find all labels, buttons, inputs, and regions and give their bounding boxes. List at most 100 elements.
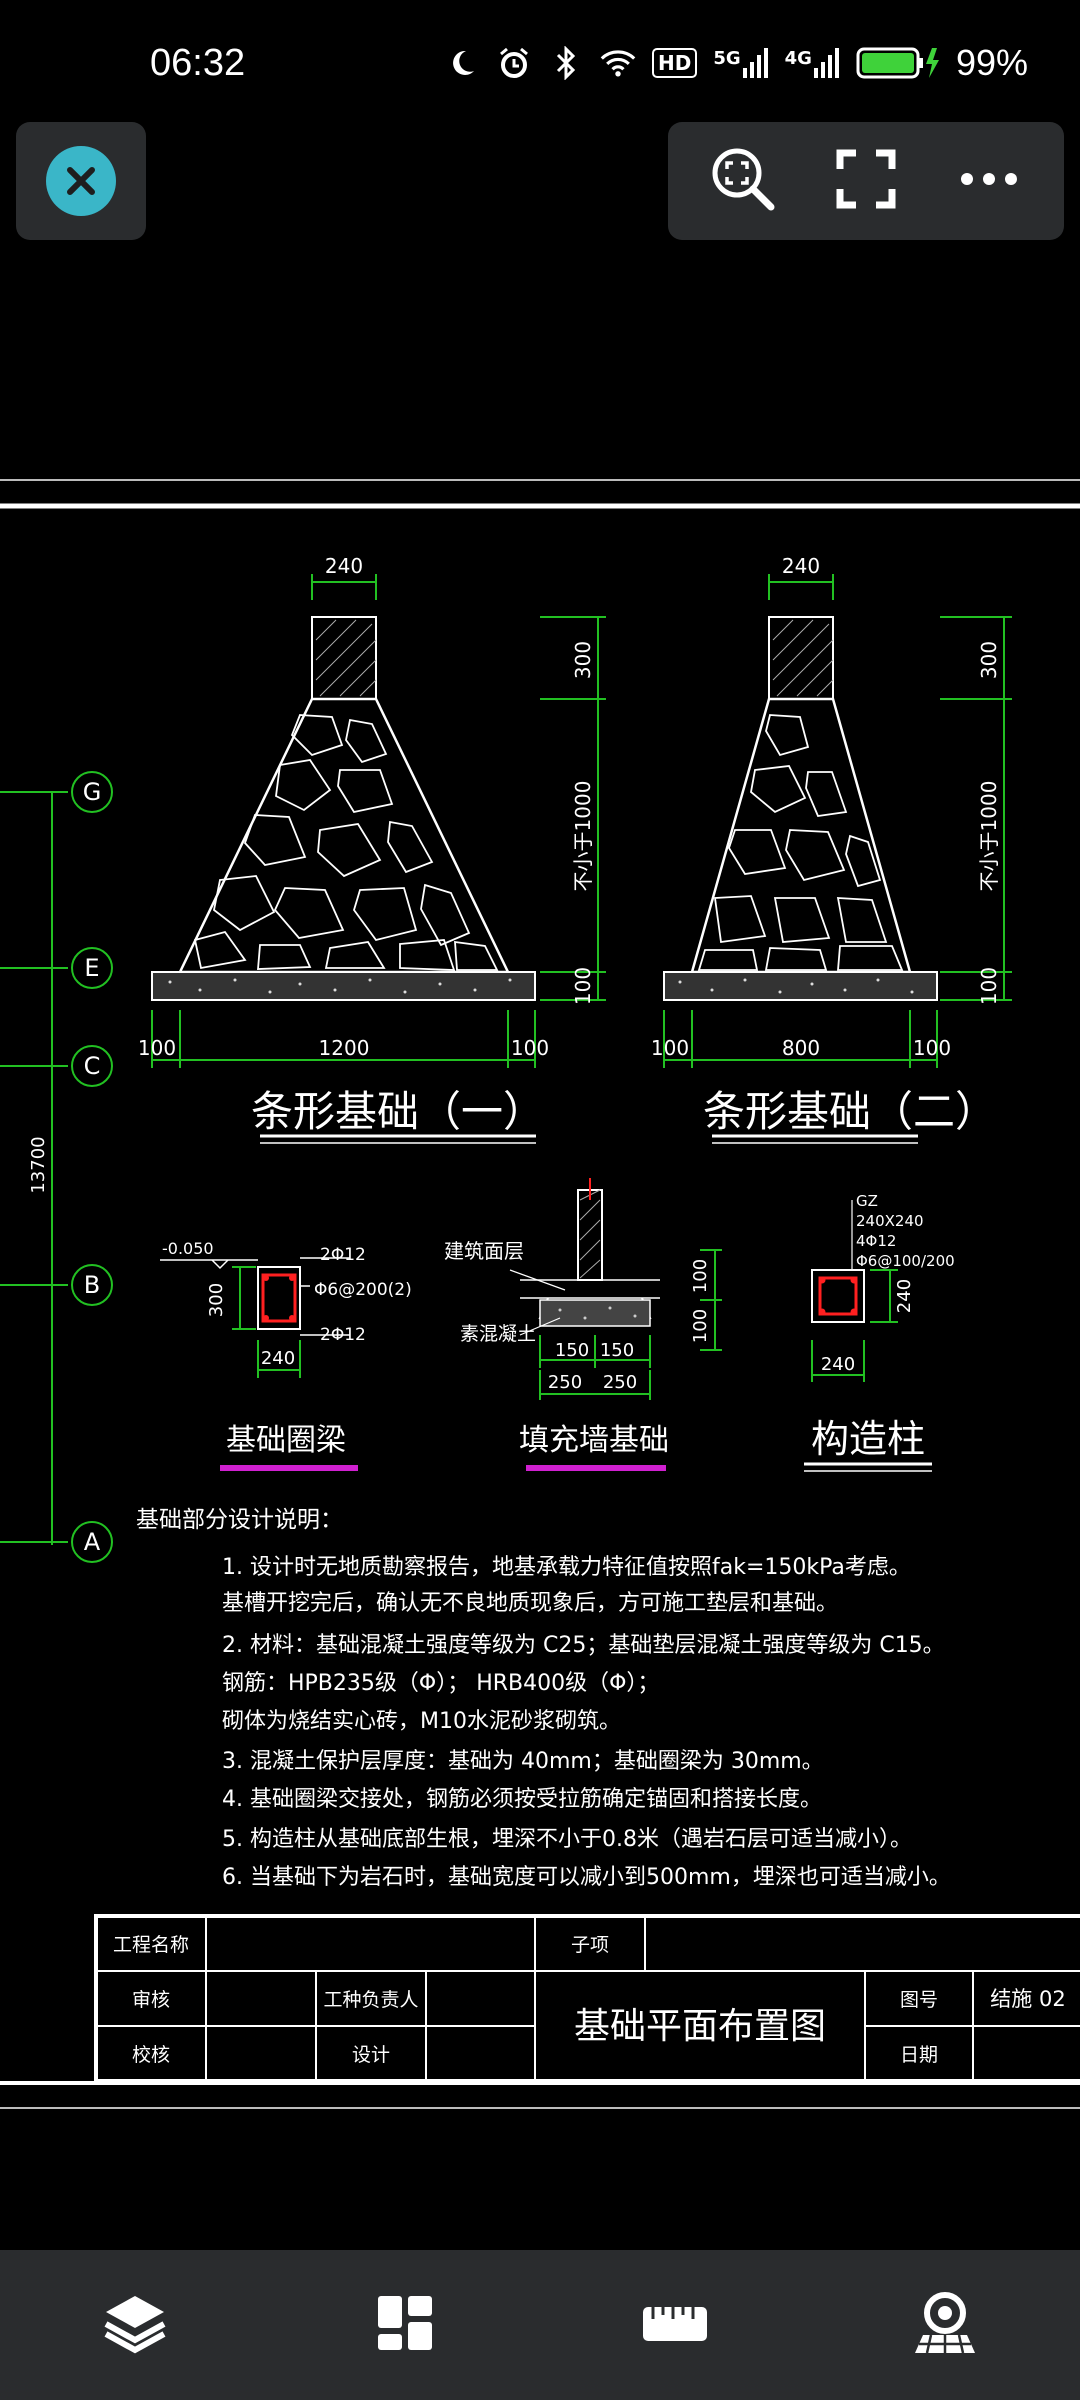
dim-1200: 1200 <box>319 1036 370 1060</box>
column-stirrup: Φ6@100/200 <box>856 1252 955 1270</box>
dim-800: 800 <box>782 1036 820 1060</box>
drawing-title: 基础平面布置图 <box>574 2006 826 2047</box>
wall-label-concrete: 素混凝土 <box>460 1323 536 1345</box>
bluetooth-icon <box>548 45 584 81</box>
title-block: 工程名称 子项 审核 工种负责人 校核 设计 基础平面布置图 图号 结施 02 … <box>94 1914 1080 2083</box>
dim-100-left: 100 <box>138 1036 176 1060</box>
dim-100: 100 <box>571 967 595 1005</box>
beam-top-rebar: 2Φ12 <box>320 1245 366 1265</box>
notes-title: 基础部分设计说明： <box>136 1507 343 1533</box>
dim-240-2: 240 <box>782 554 820 578</box>
dim-300: 300 <box>571 641 595 679</box>
top-toolbar <box>668 122 1064 240</box>
wall-dim-250a: 250 <box>548 1372 582 1393</box>
tb-lead-label: 工种负责人 <box>323 1989 418 2011</box>
axis-label-e: E <box>84 954 99 982</box>
note-line: 5. 构造柱从基础底部生根，埋深不小于0.8米（遇岩石层可适当减小）。 <box>222 1827 912 1852</box>
zoom-fit-icon <box>707 143 779 219</box>
fullscreen-button[interactable] <box>826 141 906 221</box>
beam-elevation: -0.050 <box>162 1239 214 1258</box>
dim-100-2: 100 <box>977 967 1001 1005</box>
layout-button[interactable] <box>360 2280 450 2370</box>
view-icon <box>911 2289 979 2361</box>
dim-100-right: 100 <box>511 1036 549 1060</box>
dim-100-left-2: 100 <box>651 1036 689 1060</box>
alarm-icon <box>496 45 532 81</box>
note-line: 2. 材料：基础混凝土强度等级为 C25；基础垫层混凝土强度等级为 C15。 <box>222 1633 945 1658</box>
cad-drawing: 240 300 不小于1000 100 100 1200 100 条形基础（一） <box>0 479 1080 2109</box>
infill-wall-title: 填充墙基础 <box>519 1423 669 1458</box>
zoom-fit-button[interactable] <box>703 141 783 221</box>
beam-width: 240 <box>261 1348 295 1369</box>
dim-1000-2: 不小于1000 <box>977 781 1001 892</box>
note-line: 基槽开挖完后，确认无不良地质现象后，方可施工垫层和基础。 <box>222 1591 838 1616</box>
column-main-rebar: 4Φ12 <box>856 1232 896 1250</box>
signal-5g: 5G <box>713 48 768 78</box>
tb-drawing-no: 结施 02 <box>990 1987 1065 2011</box>
dim-300-2: 300 <box>977 641 1001 679</box>
layers-button[interactable] <box>90 2280 180 2370</box>
tb-date-label: 日期 <box>900 2044 938 2066</box>
note-line: 钢筋：HPB235级（Φ）； HRB400级（Φ）； <box>222 1671 659 1696</box>
design-notes: 基础部分设计说明： 1. 设计时无地质勘察报告，地基承载力特征值按照fak=15… <box>136 1507 951 1890</box>
wall-label-floor: 建筑面层 <box>444 1239 524 1263</box>
hd-badge: HD <box>651 48 698 78</box>
axis-label-a: A <box>84 1528 101 1556</box>
wall-dim-100b: 100 <box>690 1309 711 1343</box>
footing-1-title: 条形基础（一） <box>251 1087 545 1136</box>
beam-bottom-rebar: 2Φ12 <box>320 1325 366 1345</box>
note-line: 6. 当基础下为岩石时，基础宽度可以减小到500mm，埋深也可适当减小。 <box>222 1865 951 1890</box>
construction-column-detail: GZ 240X240 4Φ12 Φ6@100/200 240 240 构造柱 <box>804 1192 955 1472</box>
measure-button[interactable] <box>630 2280 720 2370</box>
note-line: 4. 基础圈梁交接处，钢筋必须按受拉筋确定锚固和搭接长度。 <box>222 1787 822 1812</box>
dim-240: 240 <box>325 554 363 578</box>
tb-project-label: 工程名称 <box>113 1934 189 1956</box>
view-button[interactable] <box>900 2280 990 2370</box>
ring-beam-title: 基础圈梁 <box>226 1423 346 1458</box>
note-line: 1. 设计时无地质勘察报告，地基承载力特征值按照fak=150kPa考虑。 <box>222 1555 911 1580</box>
battery-percent: 99% <box>955 42 1028 83</box>
column-dim-bottom: 240 <box>821 1354 855 1375</box>
wall-dim-150b: 150 <box>600 1340 634 1361</box>
axis-label-g: G <box>83 778 102 806</box>
tb-design-label: 设计 <box>352 2044 390 2066</box>
column-size: 240X240 <box>856 1212 924 1230</box>
tb-check-label: 校核 <box>132 2044 170 2066</box>
beam-height: 300 <box>206 1283 227 1317</box>
moon-icon <box>444 45 480 81</box>
wall-dim-100a: 100 <box>690 1259 711 1293</box>
column-code: GZ <box>856 1192 878 1210</box>
tb-drawing-no-label: 图号 <box>900 1989 938 2011</box>
fullscreen-icon <box>836 149 896 213</box>
column-dim-side: 240 <box>894 1279 915 1313</box>
infill-wall-detail: 建筑面层 素混凝土 150 150 250 250 100 100 填充墙基础 <box>444 1178 722 1471</box>
note-line: 砌体为烧结实心砖，M10水泥砂浆砌筑。 <box>222 1709 621 1734</box>
column-title: 构造柱 <box>811 1417 925 1461</box>
status-icons: HD 5G 4G 99% <box>444 42 1028 84</box>
close-icon <box>46 146 116 216</box>
wall-dim-150a: 150 <box>555 1340 589 1361</box>
bottom-toolbar <box>0 2250 1080 2400</box>
more-icon <box>959 171 1019 191</box>
ruler-icon <box>641 2301 709 2349</box>
dim-100-right-2: 100 <box>913 1036 951 1060</box>
note-line: 3. 混凝土保护层厚度：基础为 40mm；基础圈梁为 30mm。 <box>222 1749 824 1774</box>
axis-total-dim: 13700 <box>28 1136 49 1193</box>
footing-2-title: 条形基础（二） <box>703 1087 997 1136</box>
status-time: 06:32 <box>150 42 246 84</box>
wifi-icon <box>600 45 636 81</box>
close-button[interactable] <box>16 122 146 240</box>
status-bar: 06:32 HD 5G 4G 99% <box>0 0 1080 120</box>
beam-stirrup: Φ6@200(2) <box>314 1280 412 1300</box>
axis-label-c: C <box>84 1052 101 1080</box>
ring-beam-detail: -0.050 2Φ12 Φ6@200(2) 2Φ12 300 240 基础圈梁 <box>160 1239 412 1471</box>
signal-4g: 4G <box>785 48 840 78</box>
layout-icon <box>376 2294 434 2356</box>
axis-grid <box>0 771 113 1563</box>
more-button[interactable] <box>949 141 1029 221</box>
cad-drawing-canvas[interactable]: 240 300 不小于1000 100 100 1200 100 条形基础（一） <box>0 460 1080 2120</box>
dim-1000: 不小于1000 <box>571 781 595 892</box>
wall-dim-250b: 250 <box>603 1372 637 1393</box>
battery-icon <box>856 45 940 81</box>
axis-label-b: B <box>84 1271 100 1299</box>
